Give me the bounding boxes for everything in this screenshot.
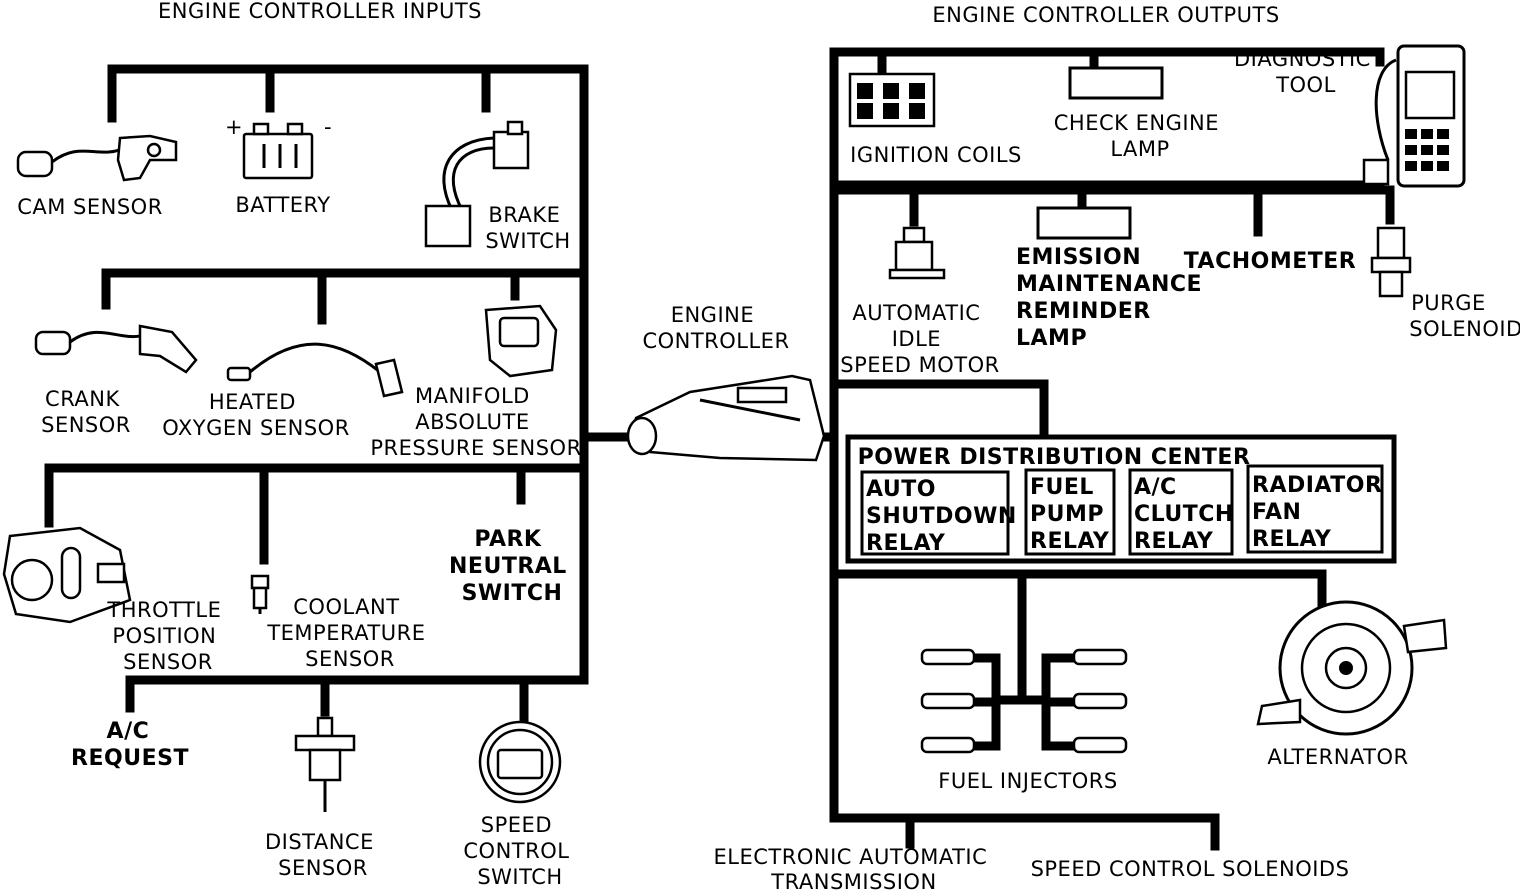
emission-maintenance-reminder-lamp-label: EMISSION MAINTENANCE REMINDER LAMP <box>1016 245 1210 351</box>
engine-controller-icon <box>626 374 826 462</box>
alternator-label: ALTERNATOR <box>1267 745 1408 769</box>
relay-fuel-pump-label: FUEL PUMP RELAY <box>1030 475 1112 554</box>
tachometer-label: TACHOMETER <box>1184 249 1356 274</box>
battery-icon <box>242 122 314 180</box>
fuel-injectors-label: FUEL INJECTORS <box>938 769 1117 793</box>
speed-control-switch-label: SPEED CONTROL SWITCH <box>463 813 576 889</box>
ignition-coils-label: IGNITION COILS <box>850 143 1022 167</box>
distance-sensor-label: DISTANCE SENSOR <box>265 830 381 880</box>
purge-solenoid-label: PURGE SOLENOID <box>1409 291 1520 341</box>
power-distribution-center <box>845 434 1397 564</box>
input-wiring <box>44 64 633 727</box>
outputs-header: ENGINE CONTROLLER OUTPUTS <box>932 3 1279 27</box>
speed-control-solenoids-label: SPEED CONTROL SOLENOIDS <box>1031 857 1350 881</box>
crank-sensor-label: CRANK SENSOR <box>41 387 131 437</box>
emission-maintenance-reminder-lamp-icon <box>1036 206 1132 240</box>
battery-plus-label: + <box>225 115 243 139</box>
diagnostic-tool-icon <box>1362 44 1466 188</box>
brake-switch-icon <box>424 120 530 248</box>
cam-sensor-icon <box>16 134 178 182</box>
throttle-position-sensor-label: THROTTLE POSITION SENSOR <box>106 598 228 674</box>
coolant-temperature-sensor-icon <box>250 574 270 614</box>
ignition-coils-icon <box>848 72 936 128</box>
electronic-automatic-transmission-label: ELECTRONIC AUTOMATIC TRANSMISSION <box>714 845 995 892</box>
purge-solenoid-icon <box>1370 226 1412 298</box>
map-sensor-icon <box>484 304 558 378</box>
map-sensor-label: MANIFOLD ABSOLUTE PRESSURE SENSOR <box>370 384 581 460</box>
relay-auto-shutdown-label: AUTO SHUTDOWN RELAY <box>866 477 1025 556</box>
relay-ac-clutch-label: A/C CLUTCH RELAY <box>1134 475 1242 554</box>
speed-control-switch-icon <box>478 720 562 804</box>
alternator-icon <box>1256 600 1448 736</box>
park-neutral-switch-label: PARK NEUTRAL SWITCH <box>449 527 575 606</box>
heated-oxygen-sensor-icon <box>226 342 404 398</box>
brake-switch-label: BRAKE SWITCH <box>485 203 570 253</box>
distance-sensor-icon <box>294 716 356 812</box>
fuel-injectors-icon <box>920 648 1128 754</box>
pdc-title: POWER DISTRIBUTION CENTER <box>858 445 1251 470</box>
throttle-position-sensor-icon <box>2 526 132 624</box>
ac-request-label: A/C REQUEST <box>71 719 189 771</box>
automatic-idle-speed-motor-icon <box>888 226 946 280</box>
cam-sensor-label: CAM SENSOR <box>17 195 163 219</box>
automatic-idle-speed-motor-label: AUTOMATIC IDLE SPEED MOTOR <box>840 301 999 377</box>
check-engine-lamp-label: CHECK ENGINE LAMP <box>1054 111 1226 161</box>
diagnostic-tool-label: DIAGNOSTIC TOOL <box>1234 47 1378 97</box>
heated-oxygen-sensor-label: HEATED OXYGEN SENSOR <box>162 390 350 440</box>
inputs-header: ENGINE CONTROLLER INPUTS <box>158 0 482 23</box>
check-engine-lamp-icon <box>1068 66 1164 100</box>
coolant-temperature-sensor-label: COOLANT TEMPERATURE SENSOR <box>266 595 432 671</box>
battery-label: BATTERY <box>235 193 330 217</box>
relay-radiator-fan-label: RADIATOR FAN RELAY <box>1252 473 1391 552</box>
crank-sensor-icon <box>34 324 198 374</box>
output-wiring <box>821 47 1395 851</box>
engine-controller-label: ENGINE CONTROLLER <box>642 303 789 353</box>
battery-minus-label: - <box>324 115 332 139</box>
